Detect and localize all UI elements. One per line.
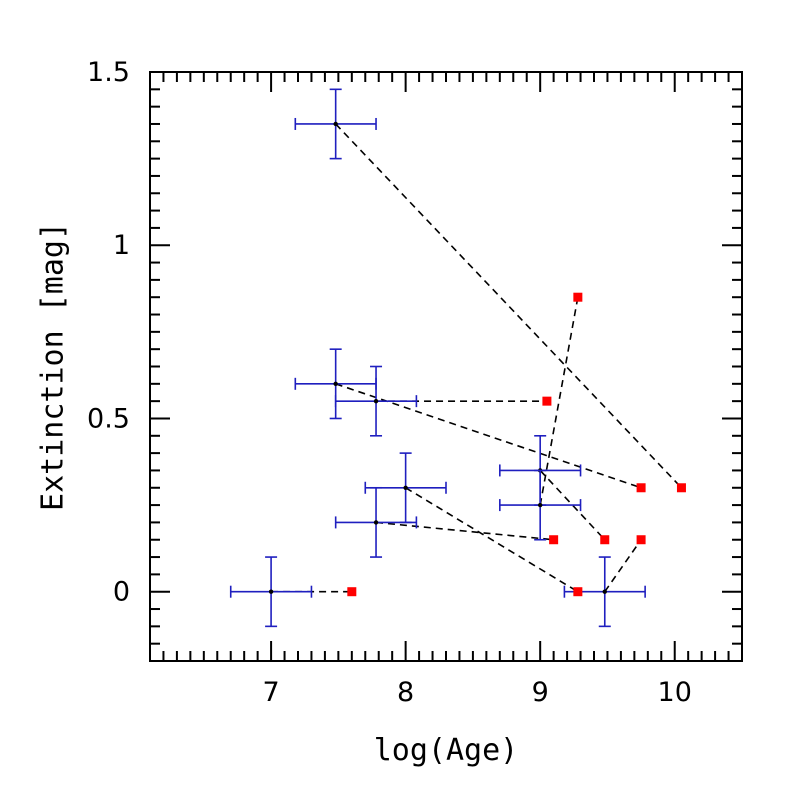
x-tick-label: 10 xyxy=(658,677,692,708)
data-point xyxy=(373,398,379,404)
measured-point xyxy=(364,452,447,524)
data-point xyxy=(268,589,274,594)
model-square xyxy=(542,396,552,406)
data-point xyxy=(602,589,607,594)
dashed-links xyxy=(271,123,683,593)
data-point xyxy=(537,502,543,508)
measured-point xyxy=(294,348,377,420)
data-point xyxy=(403,485,408,490)
model-square xyxy=(636,535,646,545)
dashed-link xyxy=(539,469,606,541)
model-square xyxy=(636,483,646,493)
model-square xyxy=(549,535,559,545)
measured-point xyxy=(499,469,582,541)
dashed-link xyxy=(335,123,683,489)
y-axis-label: Extinction [mag] xyxy=(36,222,71,511)
model-square xyxy=(600,535,610,545)
x-tick-label: 9 xyxy=(532,677,549,708)
model-square xyxy=(573,587,583,597)
y-tick-label: 1 xyxy=(113,230,130,261)
measured-point xyxy=(334,365,418,437)
data-point xyxy=(333,381,338,387)
dashed-link xyxy=(375,521,554,541)
y-tick-label: 1.5 xyxy=(87,57,130,88)
y-tick-label: 0.5 xyxy=(87,403,130,434)
model-square xyxy=(676,483,686,493)
measured-point xyxy=(229,556,313,628)
x-tick-label: 8 xyxy=(397,677,414,708)
model-square xyxy=(573,292,583,302)
axis-ticks xyxy=(150,71,743,661)
x-axis-label: log(Age) xyxy=(374,733,519,768)
tick-labels: 7 8 9 10 0 0.5 1 1.5 xyxy=(87,57,692,708)
error-bars xyxy=(229,88,646,628)
dashed-link xyxy=(405,487,579,593)
measured-point xyxy=(294,88,377,160)
plot-frame xyxy=(149,71,743,662)
x-tick-label: 7 xyxy=(262,677,279,708)
y-tick-label: 0 xyxy=(113,577,130,608)
model-points xyxy=(347,292,686,597)
data-point xyxy=(333,121,338,127)
data-point xyxy=(373,520,379,525)
dashed-link xyxy=(604,539,642,593)
model-square xyxy=(347,587,357,597)
